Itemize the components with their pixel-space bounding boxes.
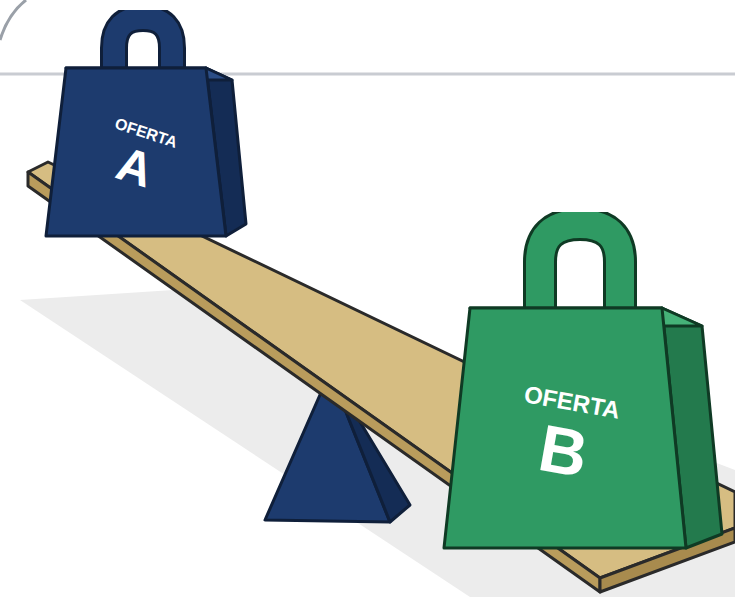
weight-front (46, 68, 226, 236)
weight-letter: A (111, 139, 159, 195)
handle (540, 224, 620, 312)
handle (114, 18, 172, 72)
weight-label: OFERTA (522, 382, 622, 422)
weight-text-area: OFERTAB (451, 326, 681, 548)
handle-outline (540, 224, 620, 312)
weight: OFERTAB (430, 212, 730, 562)
weight-letter: B (534, 414, 592, 487)
weight: OFERTAA (36, 10, 251, 242)
frame-arc (0, 0, 26, 40)
weight-front (444, 308, 686, 548)
weight-shape (430, 212, 730, 562)
handle-outline (114, 18, 172, 72)
